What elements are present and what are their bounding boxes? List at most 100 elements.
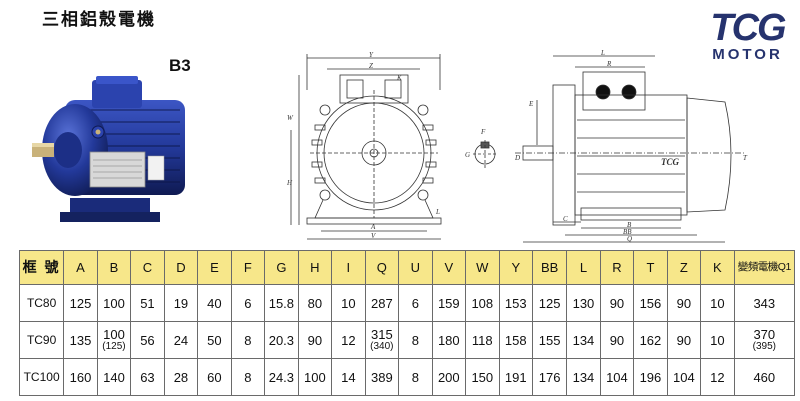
column-header: C [130, 250, 165, 285]
cell-value: 140 [103, 369, 125, 385]
cell-alt-value: (395) [752, 341, 776, 352]
corner-header: 框 號 [18, 250, 65, 285]
logo-subtitle: MOTOR [712, 46, 783, 63]
label-a: A [370, 223, 376, 231]
cell-value: 100 [304, 369, 326, 385]
frame-label: TC80 [18, 284, 65, 322]
table-cell: 162 [633, 321, 668, 359]
cell-value: 343 [753, 295, 776, 311]
column-header: U [398, 250, 433, 285]
cell-value: 6 [411, 295, 419, 311]
cell-value: 162 [639, 332, 662, 348]
column-header: W [465, 250, 500, 285]
cell-value: 28 [173, 369, 189, 385]
cell-value: 8 [244, 332, 252, 348]
table-cell: 90 [297, 321, 333, 359]
cell-value: 134 [572, 369, 595, 385]
cell-value: 19 [173, 295, 189, 311]
table-cell: 134 [566, 321, 601, 359]
table-cell: 12 [331, 321, 366, 359]
cell-value: 100 [103, 327, 125, 342]
cell-value: 10 [341, 295, 356, 311]
cell-value: 90 [307, 332, 323, 348]
table-cell: 100 [297, 358, 333, 396]
cell-value: 100 [103, 295, 125, 311]
label-g: G [465, 151, 470, 159]
table-cell: 108 [465, 284, 500, 322]
column-header-q1: 變頻電機Q1 [733, 250, 796, 285]
cell-value: 10 [710, 295, 725, 311]
table-cell: 287 [364, 284, 400, 322]
cell-value: 287 [370, 295, 393, 311]
table-cell: 8 [230, 358, 266, 396]
table-cell: 176 [532, 358, 568, 396]
table-cell: 8 [398, 358, 433, 396]
cell-value: 134 [572, 332, 595, 348]
frame-label: TC100 [18, 358, 65, 396]
cell-value: 90 [609, 295, 625, 311]
table-cell: 130 [566, 284, 601, 322]
column-header: F [230, 250, 266, 285]
column-header: R [599, 250, 635, 285]
table-cell: 28 [163, 358, 199, 396]
model-label: B3 [169, 56, 191, 75]
cell-value: 315 [370, 327, 393, 342]
cell-value: 14 [341, 369, 356, 385]
cell-value: 153 [504, 295, 527, 311]
cell-value: 20.3 [268, 332, 295, 348]
cell-value: 12 [341, 332, 356, 348]
label-d: D [514, 154, 520, 162]
column-header: T [633, 250, 668, 285]
table-cell: 104 [599, 358, 635, 396]
cell-value: 63 [140, 369, 155, 385]
label-side-l: L [600, 50, 605, 57]
column-header: D [163, 250, 199, 285]
cell-value: 8 [411, 332, 419, 348]
table-cell: 159 [431, 284, 467, 322]
cell-value: 135 [69, 332, 92, 348]
table-cell: 51 [130, 284, 165, 322]
cell-value: 460 [753, 369, 776, 385]
table-cell: 60 [197, 358, 232, 396]
table-cell-q1: 343 [733, 284, 796, 322]
label-b: B [627, 221, 632, 229]
label-c: C [563, 215, 568, 223]
label-k: K [396, 74, 402, 82]
table-cell: 6 [230, 284, 266, 322]
table-cell: 12 [700, 358, 735, 396]
cell-value: 60 [207, 369, 222, 385]
cell-value: 50 [207, 332, 222, 348]
table-cell: 125 [63, 284, 98, 322]
dimension-drawing: Y Z K W H [286, 50, 748, 243]
cell-value: 104 [606, 369, 628, 385]
label-q: Q [627, 235, 632, 243]
column-header: BB [532, 250, 568, 285]
key-detail: F G [465, 128, 497, 168]
cell-value: 40 [207, 295, 222, 311]
table-cell: 24 [163, 321, 199, 359]
column-header: A [63, 250, 98, 285]
table-cell: 196 [633, 358, 668, 396]
cell-value: 104 [673, 369, 695, 385]
table-cell: 63 [130, 358, 165, 396]
label-z: Z [369, 62, 373, 70]
cell-value: 12 [710, 369, 725, 385]
cell-value: 150 [471, 369, 494, 385]
table-cell: 90 [666, 284, 702, 322]
label-w: W [287, 114, 294, 122]
cell-value: 196 [639, 369, 662, 385]
table-cell: 8 [398, 321, 433, 359]
table-cell: 158 [498, 321, 534, 359]
table-cell: 40 [197, 284, 232, 322]
cell-value: 15.8 [268, 295, 295, 311]
label-e: E [528, 100, 534, 108]
cell-value: 6 [244, 295, 252, 311]
column-header: G [264, 250, 299, 285]
cell-value: 90 [676, 332, 692, 348]
label-l: L [435, 208, 440, 216]
cell-value: 56 [140, 332, 155, 348]
label-h: H [286, 179, 293, 187]
table-cell: 14 [331, 358, 366, 396]
